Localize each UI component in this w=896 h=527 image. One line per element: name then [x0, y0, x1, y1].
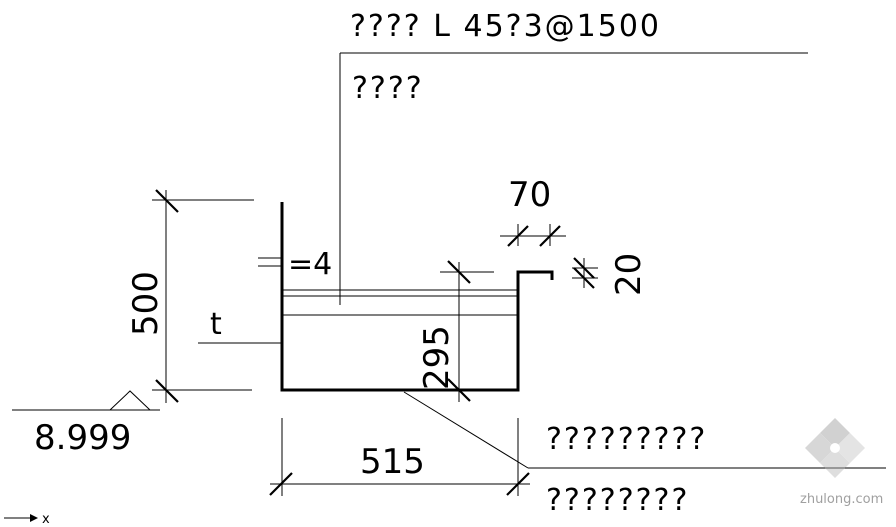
dim-500-label: 500: [126, 271, 166, 336]
dim-tick-515-left: [269, 472, 293, 496]
top-note: ???? L 45?3@1500: [350, 9, 661, 44]
thickness-symbol: t: [210, 307, 222, 342]
leader-diagonal: [403, 391, 529, 469]
dim-tick-500-bottom: [155, 379, 179, 403]
right-note-2: ????????: [546, 483, 689, 518]
elevation-label: 8.999: [34, 418, 131, 458]
dim-70-label: 70: [508, 175, 551, 215]
dim-tick-70-right: [539, 225, 561, 247]
dim-295-label: 295: [417, 325, 457, 390]
dim-tick-500-top: [155, 189, 179, 213]
watermark-text: zhulong.com: [800, 492, 883, 507]
right-note-1: ?????????: [546, 422, 707, 457]
watermark-logo: [805, 418, 865, 478]
dim-tick-20-top: [573, 257, 595, 279]
thickness-value: =4: [288, 247, 332, 282]
sub-note: ????: [352, 71, 424, 106]
elevation-triangle: [109, 390, 151, 411]
dim-20-label: 20: [609, 253, 649, 296]
axis-arrow-head: [30, 514, 38, 522]
dim-tick-295-top: [447, 260, 471, 284]
axis-x-label: x: [42, 512, 50, 527]
dim-tick-515-right: [506, 472, 530, 496]
gutter-profile: [280, 202, 554, 392]
dim-tick-70-left: [507, 225, 529, 247]
dim-515-label: 515: [360, 442, 425, 482]
dim-tick-295-bottom: [447, 378, 471, 402]
dim-tick-20-bottom: [573, 267, 595, 289]
